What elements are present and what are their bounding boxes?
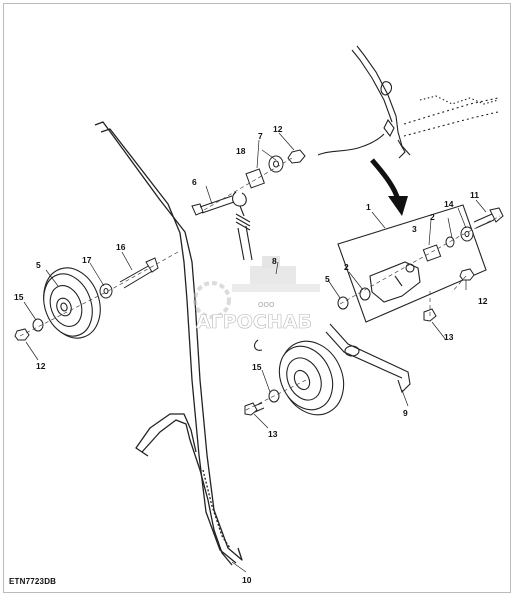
callout-1: 1 (366, 202, 371, 212)
callout-15b: 15 (252, 362, 262, 372)
callout-11: 11 (470, 190, 479, 200)
pulley-left (43, 267, 101, 339)
callout-6: 6 (192, 177, 197, 187)
tension-spring (231, 191, 263, 351)
callout-3: 3 (412, 224, 417, 234)
arrow-head (388, 196, 408, 216)
drive-belt (94, 121, 243, 566)
callout-14: 14 (444, 199, 454, 209)
callout-9: 9 (403, 408, 408, 418)
direction-arrow (370, 158, 401, 201)
callout-15a: 15 (14, 292, 24, 302)
watermark-brand: АГРОСНАБ (196, 311, 312, 333)
callout-labels: 1 2 2 3 5 5 6 7 8 9 10 11 12 12 12 13 13… (14, 124, 488, 585)
callout-7: 7 (258, 131, 263, 141)
callout-17: 17 (82, 255, 92, 265)
watermark-logo (193, 256, 320, 319)
callout-13b: 13 (268, 429, 278, 439)
leader-lines (23, 132, 487, 573)
cable-linkage (317, 45, 499, 159)
callout-8: 8 (272, 256, 277, 266)
callout-2b: 2 (430, 212, 435, 222)
callout-12a: 12 (273, 124, 283, 134)
callout-18: 18 (236, 146, 246, 156)
callout-10: 10 (242, 575, 252, 585)
callout-12c: 12 (478, 296, 488, 306)
figure-code: ETN7723DB (9, 577, 57, 586)
callout-5b: 5 (325, 274, 330, 284)
hardware (14, 149, 504, 416)
callout-13a: 13 (444, 332, 454, 342)
assembly-lines (19, 157, 501, 411)
callout-12b: 12 (36, 361, 46, 371)
idler-arm (325, 323, 411, 394)
callout-2a: 2 (344, 262, 349, 272)
pulley-idler (278, 340, 345, 416)
diagram-border (3, 3, 511, 593)
callout-5a: 5 (36, 260, 41, 270)
watermark-prefix: ООО (258, 301, 275, 309)
callout-16: 16 (116, 242, 126, 252)
